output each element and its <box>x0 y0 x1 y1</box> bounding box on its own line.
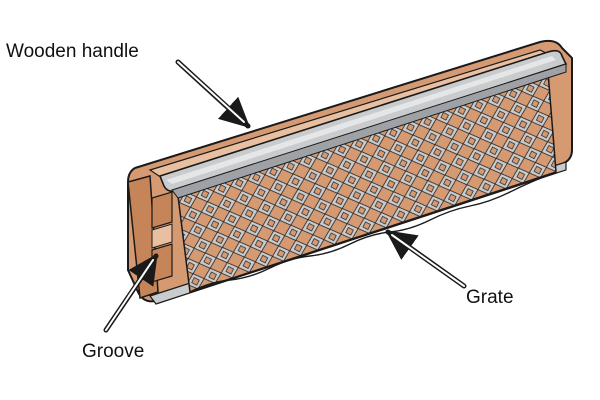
groove <box>151 191 173 283</box>
metal-strip <box>158 49 568 199</box>
wooden-handle-arrow-inner <box>177 61 245 123</box>
grate-arrow-inner <box>391 234 465 287</box>
groove-arrow-inner <box>105 259 154 331</box>
grate-label: Grate <box>466 287 514 308</box>
groove-label: Groove <box>82 341 145 362</box>
wooden-handle-label: Wooden handle <box>6 41 139 62</box>
